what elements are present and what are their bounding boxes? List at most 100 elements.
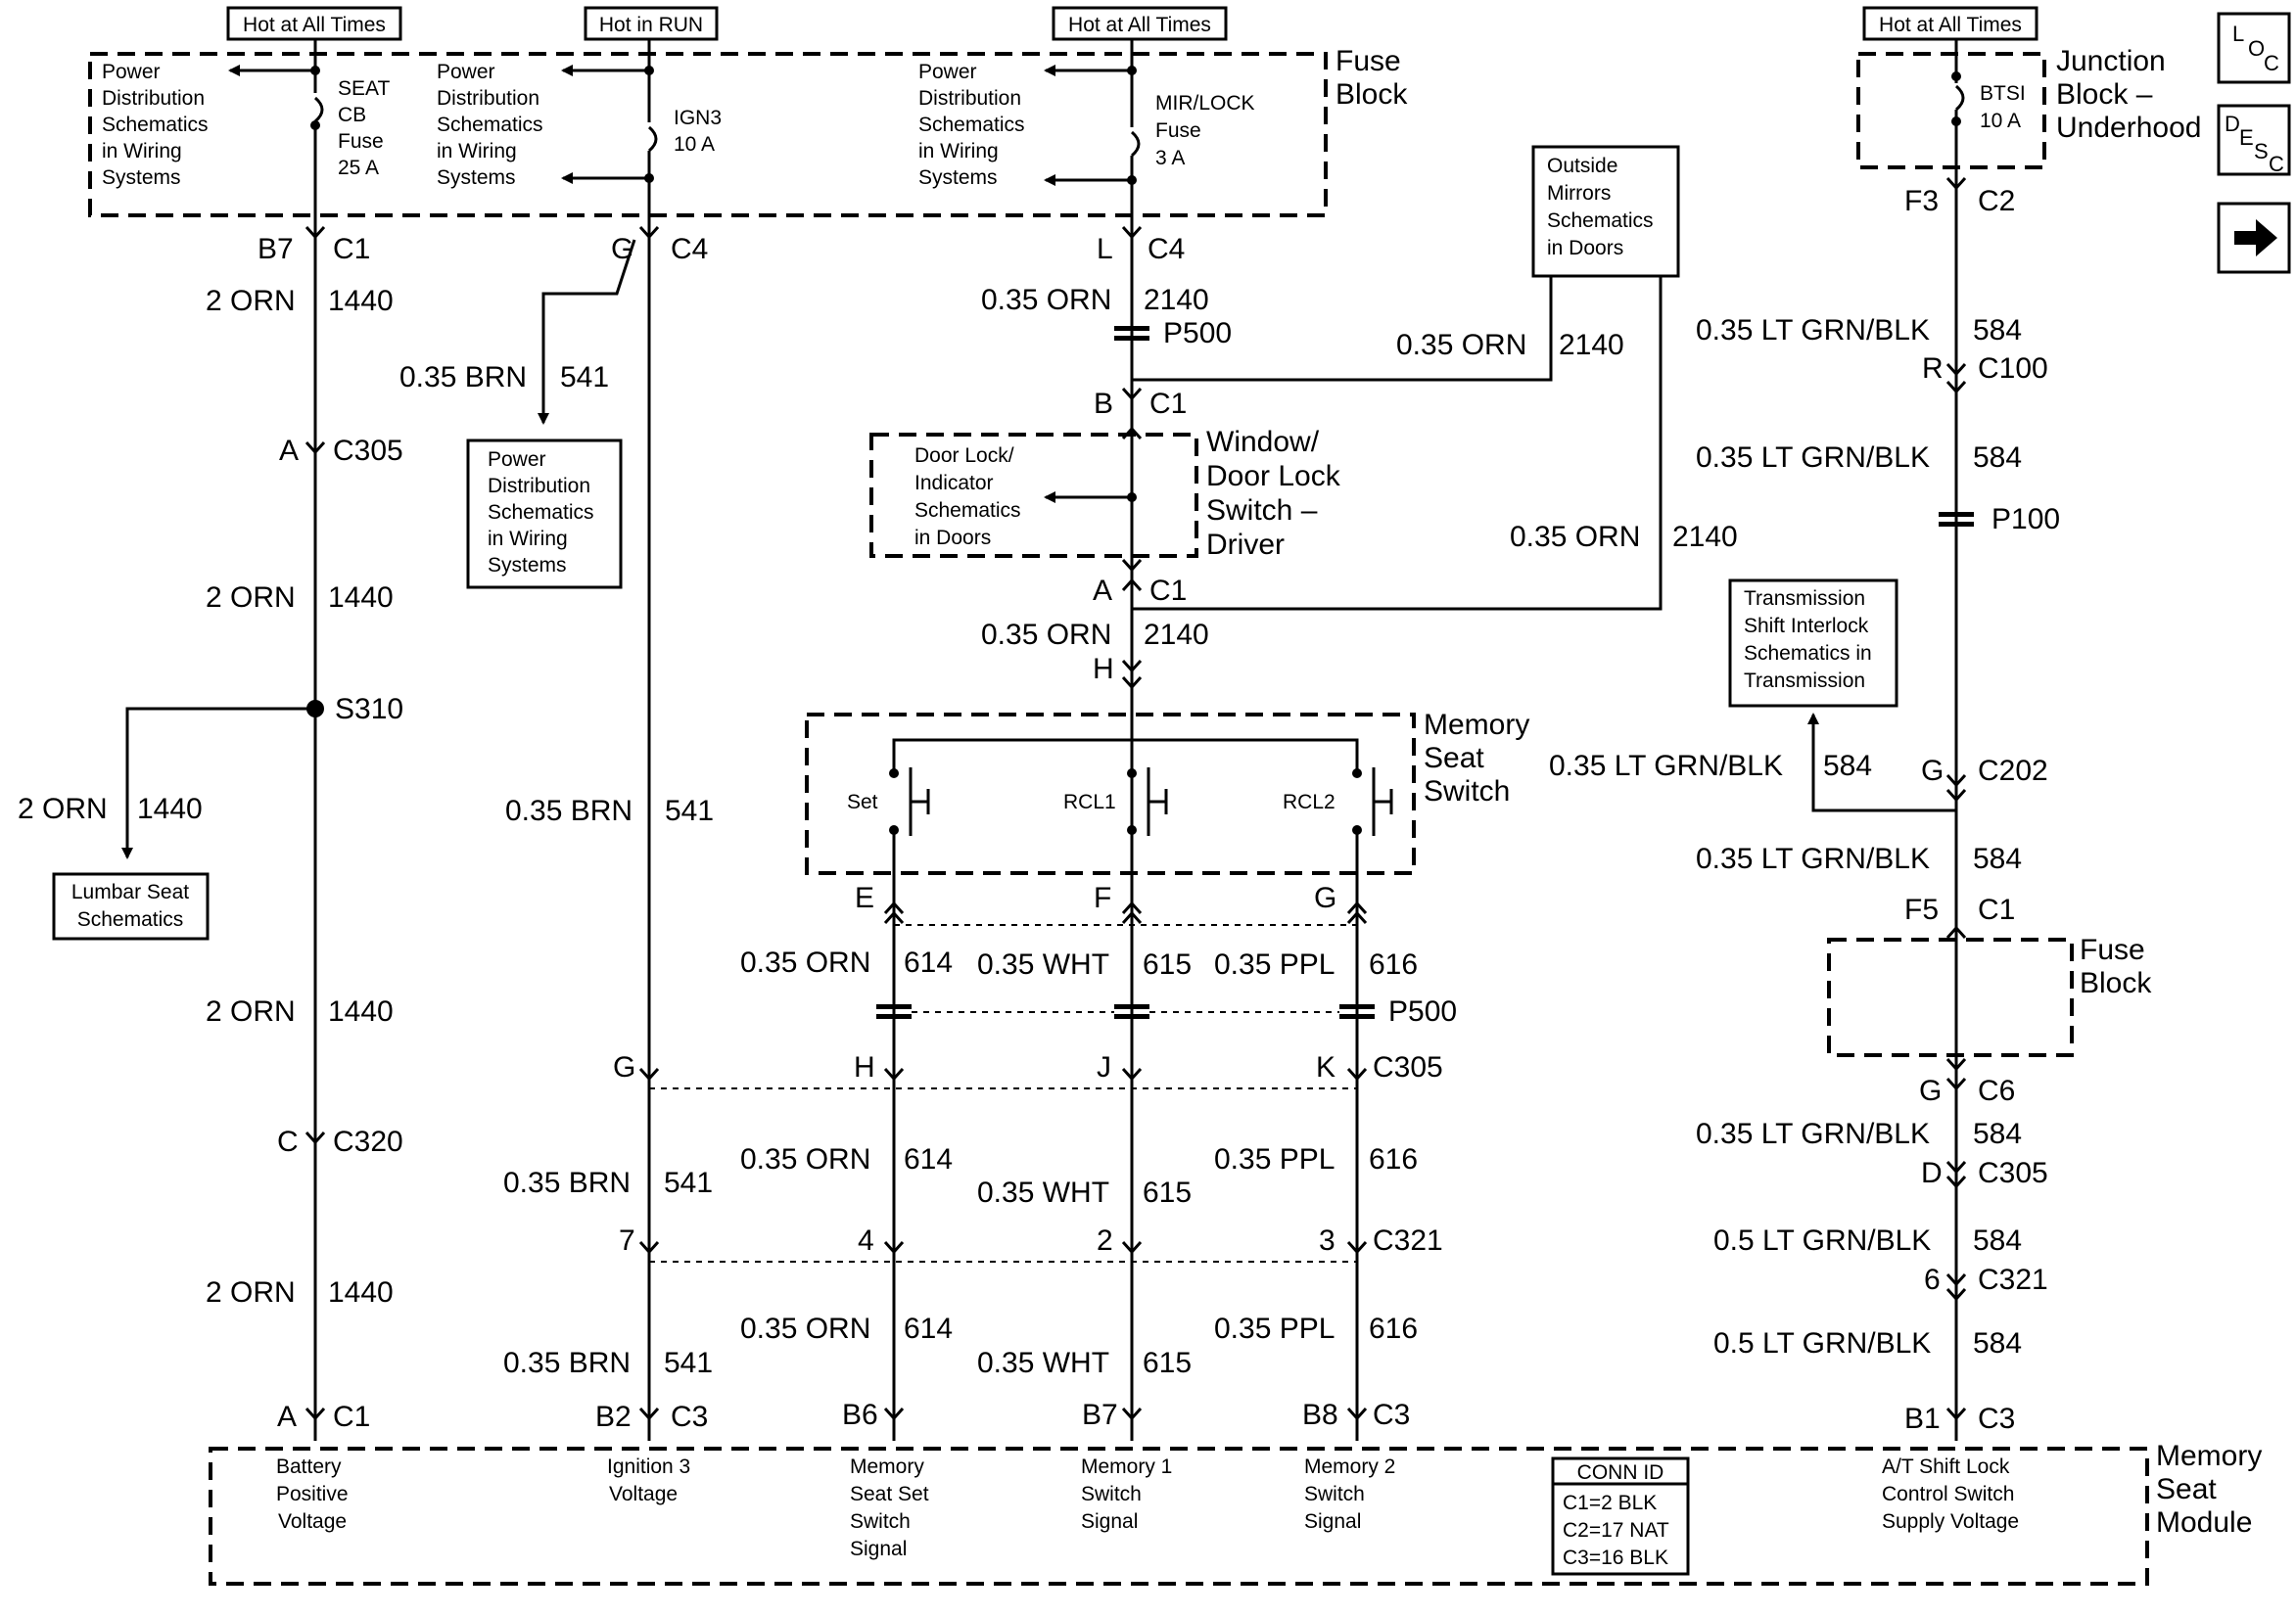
connector-chevron	[1121, 675, 1143, 690]
ref-text: Indicator	[914, 472, 994, 494]
outside-mirrors-schematics-ref[interactable]: Outside Mirrors Schematics in Doors	[1531, 145, 1680, 278]
window-door-lock-switch-outline	[869, 433, 1198, 558]
ref-text: in Wiring	[102, 140, 182, 162]
wire-label: 0.35 LT GRN/BLK	[1549, 750, 1783, 782]
wire-584-transmission-branch	[1807, 713, 1956, 812]
connector-chevron	[1945, 788, 1967, 803]
wire-label: 1440	[328, 995, 394, 1028]
power-distribution-ref-1[interactable]: Power Distribution Schematics in Wiring …	[102, 61, 209, 189]
power-distribution-ref-box[interactable]: Power Distribution Schematics in Wiring …	[466, 439, 623, 589]
wire-label: 0.35 WHT	[977, 948, 1109, 981]
junction-block-label: Junction	[2056, 45, 2166, 77]
window-switch-label: Door Lock	[1206, 460, 1341, 492]
desc-button[interactable]: D E S C	[2217, 104, 2291, 176]
connector-chevron	[1945, 176, 1967, 191]
wire-label: B	[1094, 388, 1113, 420]
wire-label: P500	[1163, 317, 1232, 349]
desc-letter: S	[2254, 139, 2269, 163]
wire-label: G	[1919, 1075, 1942, 1107]
wire-label: 2140	[1144, 619, 1209, 651]
connector-chevron	[1121, 1240, 1143, 1255]
connector-chevron	[883, 901, 905, 915]
ref-text: in Wiring	[488, 528, 568, 550]
wire-label: 2140	[1559, 329, 1624, 361]
power-distribution-ref-3[interactable]: Power Distribution Schematics in Wiring …	[918, 61, 1025, 189]
connector-chevron	[1121, 1407, 1143, 1421]
wire-label: 0.35 LT GRN/BLK	[1696, 441, 1930, 474]
wire-label: C320	[333, 1126, 403, 1158]
connector-chevron	[883, 910, 905, 925]
connector-chevron	[1945, 1272, 1967, 1287]
transmission-shift-interlock-ref[interactable]: Transmission Shift Interlock Schematics …	[1728, 578, 1898, 708]
wire-label: H	[1093, 653, 1114, 685]
window-switch-label: Switch –	[1206, 494, 1318, 527]
pin-desc: Switch	[1081, 1483, 1142, 1505]
wire-label: G	[1921, 755, 1944, 787]
wire-label: R	[1922, 352, 1944, 385]
wire-label: B6	[842, 1399, 878, 1431]
inline-connector-p500-top	[1114, 326, 1149, 341]
wire-label: B1	[1904, 1403, 1941, 1435]
wire-label: 541	[664, 1167, 713, 1199]
ref-text: Schematics	[914, 499, 1021, 522]
wire-label: 2140	[1144, 284, 1209, 316]
wire-label: L	[1097, 233, 1113, 265]
wire-label: C2	[1978, 185, 2015, 217]
wire-label: 0.35 BRN	[503, 1167, 631, 1199]
wire-label: E	[855, 882, 874, 914]
pin-desc: Memory 2	[1304, 1455, 1395, 1478]
memory-module-label: Memory	[2156, 1440, 2262, 1472]
fuse-label: 10 A	[674, 133, 715, 156]
connector-chevron	[305, 225, 326, 240]
wire-label: 584	[1973, 314, 2022, 346]
conn-id-table: CONN ID C1=2 BLK C2=17 NAT C3=16 BLK	[1551, 1456, 1690, 1576]
fuse-label: Fuse	[338, 130, 384, 153]
ref-text: Schematics in	[1744, 642, 1872, 665]
connector-chevron	[1945, 925, 1967, 940]
connector-chevron	[1945, 1057, 1967, 1072]
wire-label: K	[1316, 1051, 1335, 1084]
power-distribution-ref-2[interactable]: Power Distribution Schematics in Wiring …	[437, 61, 543, 189]
wire-label: C1	[1978, 894, 2015, 926]
connector-chevron	[1945, 1160, 1967, 1175]
wire-label: 0.35 PPL	[1214, 1313, 1335, 1345]
fuse-label: Fuse	[1155, 119, 1201, 142]
ref-text: Schematics	[437, 114, 543, 136]
ref-text: Schematics	[1547, 209, 1654, 232]
contact-label: RCL1	[1063, 791, 1116, 813]
loc-letter: O	[2248, 36, 2265, 61]
module-pin-memory-set: Memory Seat Set Switch Signal	[850, 1455, 929, 1560]
fuse-block-label: Block	[1335, 78, 1408, 111]
lumbar-seat-schematics-ref[interactable]: Lumbar Seat Schematics	[52, 872, 210, 941]
contact-label: Set	[847, 791, 878, 813]
wire-label: C	[277, 1126, 299, 1158]
wire-label: 0.35 WHT	[977, 1347, 1109, 1379]
memory-module-label: Seat	[2156, 1473, 2217, 1505]
next-page-button[interactable]	[2217, 202, 2291, 274]
wire-label: 0.35 ORN	[1396, 329, 1526, 361]
wire-label: 0.35 ORN	[981, 284, 1111, 316]
wire-label: 541	[664, 1347, 713, 1379]
ref-text: Transmission	[1744, 670, 1865, 692]
ref-text: Power	[102, 61, 161, 83]
connector-chevron	[1121, 901, 1143, 915]
door-lock-indicator-schematics-ref[interactable]: Door Lock/ Indicator Schematics in Doors	[914, 444, 1021, 549]
wire-label: 615	[1143, 1347, 1192, 1379]
wire-label: 0.35 BRN	[505, 795, 633, 827]
wire-label: 0.35 ORN	[740, 947, 870, 979]
wire-label: C1	[333, 233, 370, 265]
wire-label: C1	[1149, 575, 1187, 607]
connector-chevron	[1121, 225, 1143, 240]
loc-button[interactable]: L O C	[2217, 12, 2291, 84]
pin-desc: Signal	[1304, 1510, 1361, 1533]
wire-label: C3	[1978, 1403, 2015, 1435]
pin-desc: Positive	[276, 1483, 349, 1505]
pin-desc: Memory 1	[1081, 1455, 1172, 1478]
wire-label: 615	[1143, 1177, 1192, 1209]
ign3-fuse: IGN3 10 A	[561, 39, 722, 215]
loc-letter: C	[2264, 51, 2279, 75]
pin-desc: A/T Shift Lock	[1882, 1455, 2010, 1478]
module-pin-shift-lock: A/T Shift Lock Control Switch Supply Vol…	[1882, 1455, 2019, 1533]
wire-label: 0.5 LT GRN/BLK	[1713, 1224, 1931, 1257]
